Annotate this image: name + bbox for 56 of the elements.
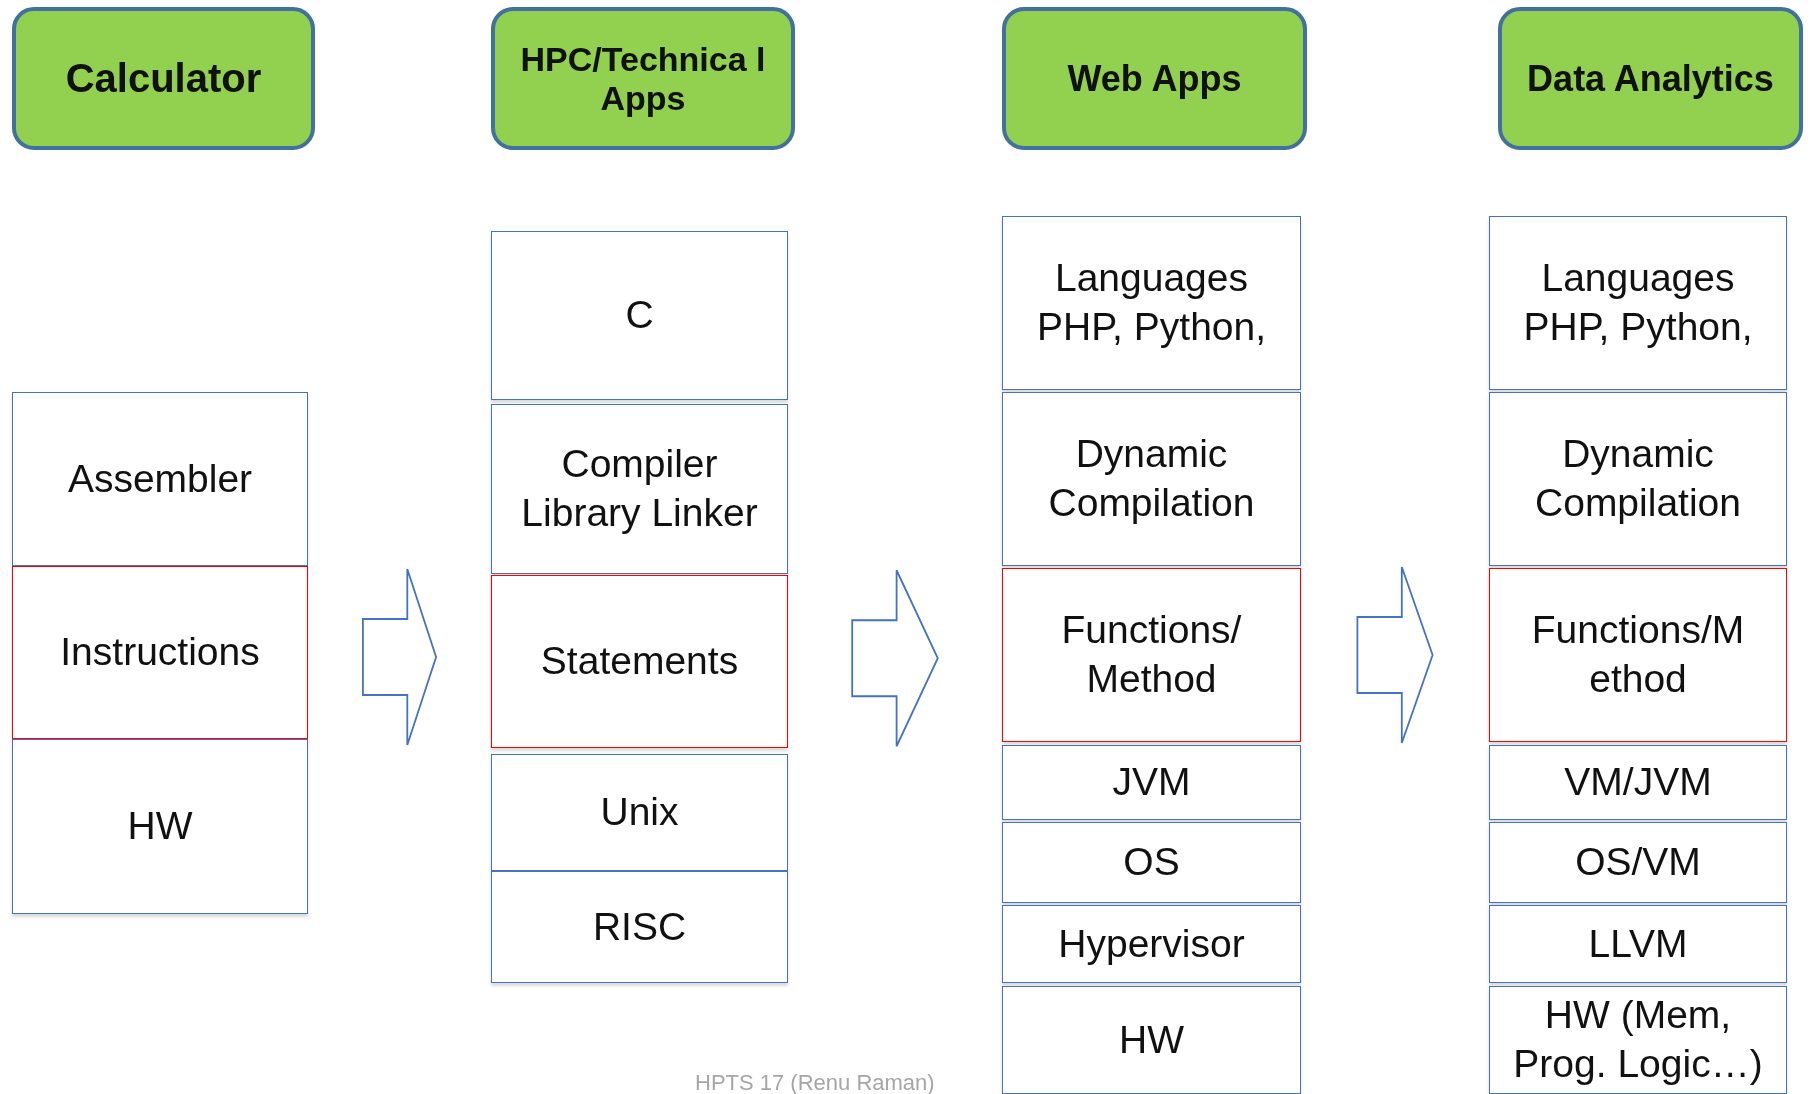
layer-box [1002,392,1301,566]
layer-label: Data Analytics [1526,57,1775,100]
layer-box [1002,745,1301,820]
layer-box [12,392,308,566]
layer-label: Web Apps [1066,57,1243,100]
layer-label: HW (Mem, Prog. Logic…) [1512,992,1764,1087]
block-arrow [362,568,438,746]
layer-label: Assembler [66,455,254,502]
layer-label: Calculator [64,56,263,101]
layer-label: Functions/M ethod [1530,607,1746,702]
layer-label: LLVM [1587,920,1689,967]
layer-box [1489,986,1787,1094]
layer-label: HW [126,803,194,850]
layer-label: Unix [599,789,680,836]
block-arrow [1356,566,1434,744]
layer-label: Instructions [59,629,261,676]
layer-box [491,404,788,574]
layer-box [1002,986,1301,1094]
layer-label: RISC [591,903,688,950]
block-arrow [851,569,939,748]
layer-label: Hypervisor [1057,920,1246,967]
layer-box [491,231,788,400]
layer-box [491,575,788,748]
layer-label: Functions/ Method [1060,607,1243,702]
category-header [491,7,795,150]
layer-box [1002,216,1301,390]
layer-box [1002,905,1301,983]
layer-label: Dynamic Compilation [1534,431,1742,526]
layer-box [1489,822,1787,903]
category-header [12,7,315,150]
category-header [1498,7,1803,150]
layer-box [1002,568,1301,742]
layer-box [1489,392,1787,566]
layer-label: Languages PHP, Python, [1522,255,1754,350]
layer-label: JVM [1111,759,1192,806]
layer-box [1489,905,1787,983]
layer-label: Dynamic Compilation [1047,431,1256,526]
layer-box [491,871,788,983]
layer-label: Statements [539,638,740,685]
layer-box [1489,216,1787,390]
layer-label: VM/JVM [1563,759,1713,806]
layer-label: OS [1122,839,1181,886]
layer-box [1489,745,1787,820]
layer-box [12,566,308,739]
layer-box [491,754,788,871]
layer-box [12,739,308,914]
layer-label: HW [1118,1016,1185,1063]
layer-label: Compiler Library Linker [520,441,759,536]
category-header [1002,7,1307,150]
layer-label: HPC/Technica l Apps [519,39,767,118]
layer-label: OS/VM [1574,839,1702,886]
footer-text: HPTS 17 (Renu Raman) [695,1070,935,1094]
layer-box [1489,568,1787,742]
layer-box [1002,822,1301,903]
layer-label: C [624,292,655,339]
layer-label: Languages PHP, Python, [1035,255,1268,350]
